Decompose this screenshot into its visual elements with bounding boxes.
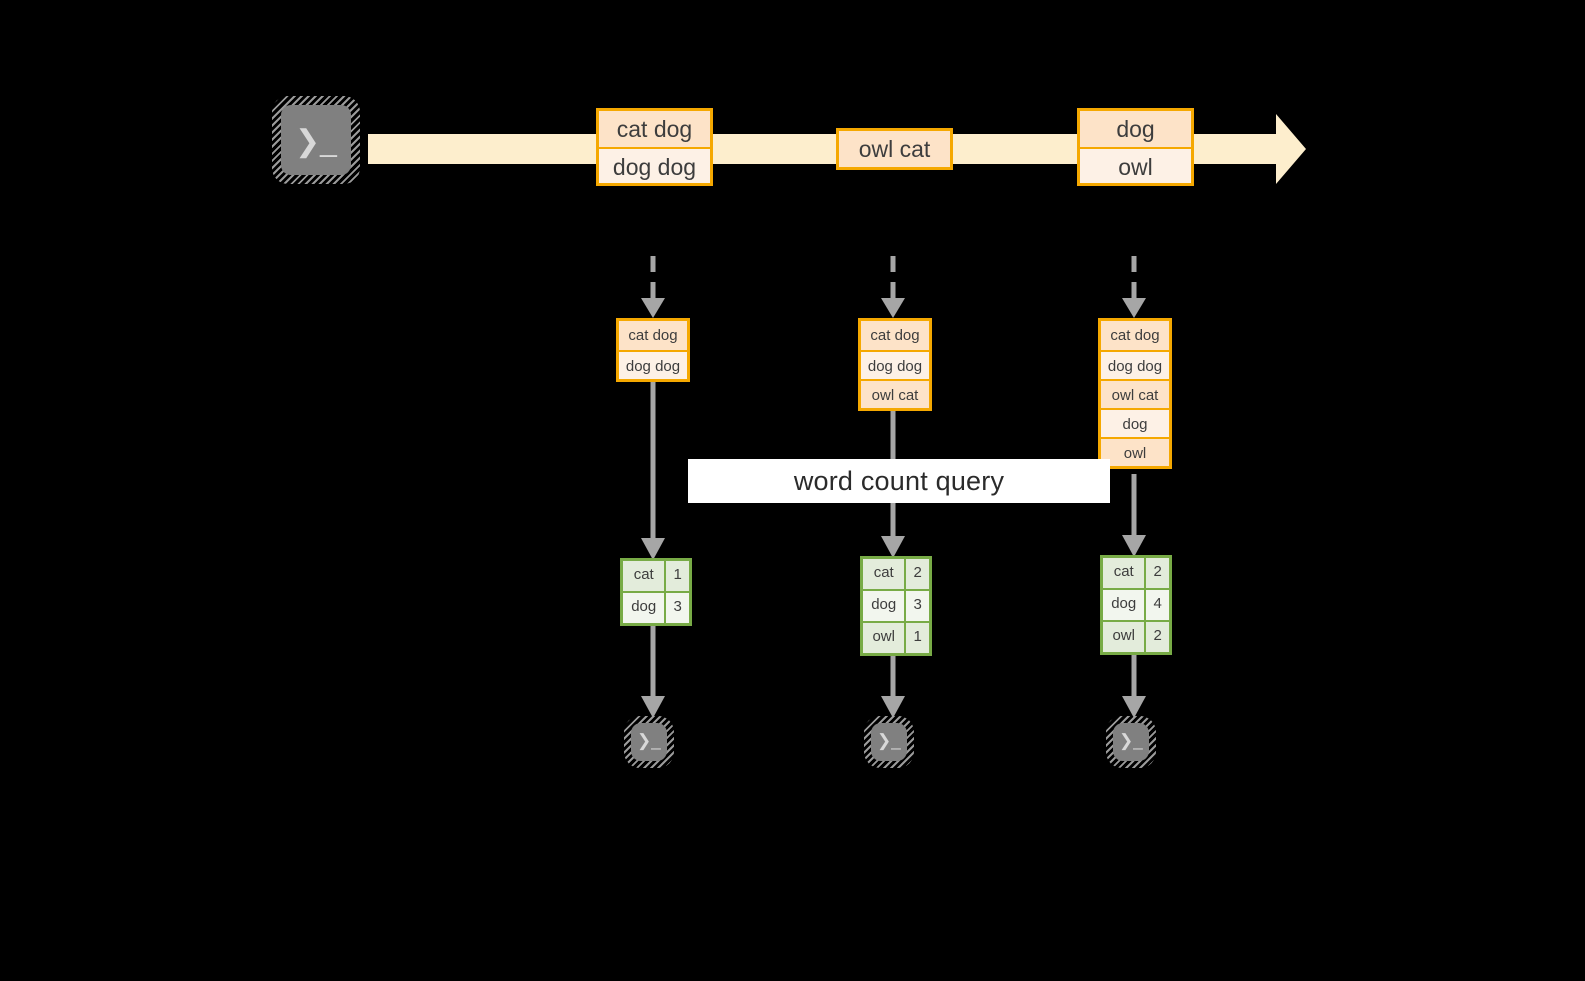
stream-event-3[interactable]: dog owl — [1077, 108, 1194, 186]
terminal-screen — [631, 723, 667, 761]
terminal-screen — [281, 105, 351, 175]
table-row: dog 3 — [623, 591, 689, 623]
result-word: dog — [1103, 590, 1145, 620]
table-row: cat 2 — [1103, 558, 1169, 588]
stream-event-2[interactable]: owl cat — [836, 128, 953, 170]
record-line: owl — [1080, 147, 1191, 183]
result-word: cat — [1103, 558, 1145, 588]
sink-terminal-2-icon: ❯_ — [864, 716, 914, 768]
table-row: dog 4 — [1103, 588, 1169, 620]
result-word: dog — [623, 593, 665, 623]
terminal-prompt-glyph: ❯_ — [877, 731, 901, 750]
table-row: owl 2 — [1103, 620, 1169, 652]
result-word: cat — [863, 559, 905, 589]
result-word: dog — [863, 591, 905, 621]
result-count: 1 — [664, 561, 689, 591]
result-count: 3 — [664, 593, 689, 623]
query-label: word count query — [793, 465, 1005, 496]
result-table-1[interactable]: cat 1 dog 3 — [620, 558, 692, 626]
result-table-2[interactable]: cat 2 dog 3 owl 1 — [860, 556, 932, 656]
result-table-3[interactable]: cat 2 dog 4 owl 2 — [1100, 555, 1172, 655]
record-line: owl cat — [861, 379, 929, 408]
stream-event-1[interactable]: cat dog dog dog — [596, 108, 713, 186]
result-word: cat — [623, 561, 665, 591]
snapshot-1-records[interactable]: cat dog dog dog — [616, 318, 690, 382]
terminal-prompt-glyph: ❯_ — [295, 125, 337, 158]
record-line: dog dog — [1101, 350, 1169, 379]
terminal-screen — [871, 723, 907, 761]
result-count: 2 — [1144, 622, 1169, 652]
table-row: cat 1 — [623, 561, 689, 591]
record-line: cat dog — [599, 111, 710, 147]
result-count: 3 — [904, 591, 929, 621]
record-line: dog dog — [861, 350, 929, 379]
result-word: owl — [863, 623, 905, 653]
snapshot-3-records[interactable]: cat dog dog dog owl cat dog owl — [1098, 318, 1172, 469]
result-count: 2 — [904, 559, 929, 589]
record-line: dog dog — [619, 350, 687, 379]
result-count: 2 — [1144, 558, 1169, 588]
record-line: owl — [1101, 437, 1169, 466]
terminal-prompt-glyph: ❯_ — [1119, 731, 1143, 750]
record-line: owl cat — [1101, 379, 1169, 408]
terminal-prompt-glyph: ❯_ — [637, 731, 661, 750]
table-row: owl 1 — [863, 621, 929, 653]
snapshot-2-records[interactable]: cat dog dog dog owl cat — [858, 318, 932, 411]
record-line: cat dog — [861, 321, 929, 350]
table-row: dog 3 — [863, 589, 929, 621]
source-terminal-icon: ❯_ — [272, 96, 360, 184]
record-line: dog — [1080, 111, 1191, 147]
result-word: owl — [1103, 622, 1145, 652]
result-count: 1 — [904, 623, 929, 653]
sink-terminal-1-icon: ❯_ — [624, 716, 674, 768]
record-line: cat dog — [1101, 321, 1169, 350]
record-line: dog dog — [599, 147, 710, 183]
result-count: 4 — [1144, 590, 1169, 620]
table-row: cat 2 — [863, 559, 929, 589]
record-line: owl cat — [839, 131, 950, 167]
terminal-screen — [1113, 723, 1149, 761]
record-line: cat dog — [619, 321, 687, 350]
query-label-band: word count query — [688, 459, 1110, 503]
sink-terminal-3-icon: ❯_ — [1106, 716, 1156, 768]
record-line: dog — [1101, 408, 1169, 437]
